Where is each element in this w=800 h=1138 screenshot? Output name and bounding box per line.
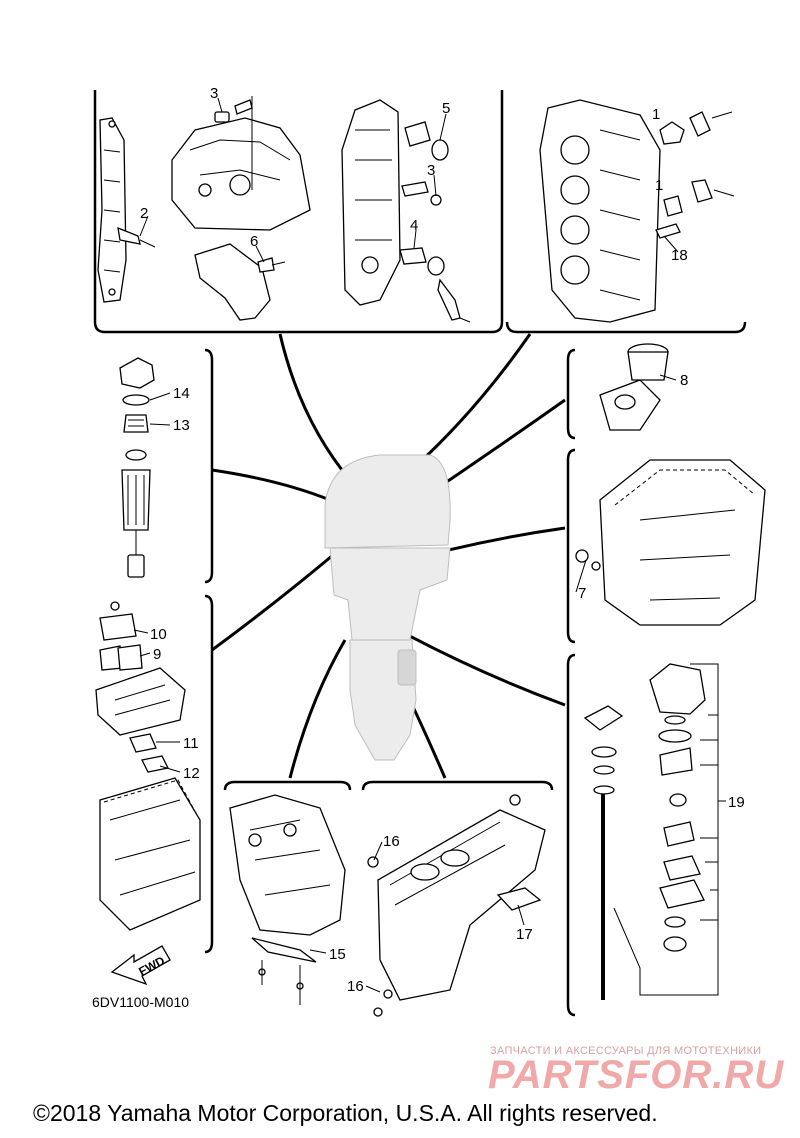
exhaust-guide: [575, 459, 766, 626]
lower-unit: [367, 794, 546, 1017]
callout-1b: 1: [655, 177, 664, 194]
callout-4: 4: [410, 217, 419, 234]
callout-3b: 3: [427, 162, 436, 179]
callout-3a: 3: [210, 85, 219, 102]
callout-12: 12: [183, 765, 200, 782]
callout-8: 8: [680, 372, 689, 389]
callout-5: 5: [442, 100, 451, 117]
callout-18: 18: [671, 247, 688, 264]
callout-6: 6: [250, 233, 259, 250]
watermark-tagline: ЗАПЧАСТИ И АКСЕССУАРЫ ДЛЯ МОТОТЕХНИКИ: [490, 1045, 762, 1057]
callout-15: 15: [329, 946, 346, 963]
drive-shaft-water-pump: [583, 663, 719, 1000]
callout-2: 2: [140, 205, 149, 222]
copyright-notice: ©2018 Yamaha Motor Corporation, U.S.A. A…: [33, 1100, 658, 1126]
callout-1a: 1: [652, 106, 661, 123]
fuel-filter-assembly: [119, 357, 155, 578]
outboard-silhouette: [324, 454, 451, 761]
watermark-logo: PARTSFOR.RU: [488, 1053, 785, 1097]
callout-13: 13: [173, 417, 190, 434]
callout-14: 14: [173, 385, 190, 402]
cylinder-head: [539, 99, 735, 323]
callout-19: 19: [728, 794, 745, 811]
callout-11: 11: [183, 735, 199, 752]
callout-17: 17: [516, 926, 533, 943]
callout-16b: 16: [347, 978, 364, 995]
thermostat-housing: [599, 343, 669, 431]
vapor-separator: [95, 601, 201, 931]
callout-16a: 16: [383, 833, 400, 850]
callout-9: 9: [153, 646, 162, 663]
callout-10: 10: [150, 626, 167, 643]
diagram-code: 6DV1100-M010: [92, 994, 190, 1010]
callout-7: 7: [578, 585, 587, 602]
bracket-and-anode: [229, 794, 346, 1005]
cylinder-block-side: [97, 117, 156, 303]
powerhead-top: [171, 96, 311, 321]
group-brackets: [93, 90, 747, 1017]
fwd-arrow-icon: [110, 945, 171, 986]
cylinder-head-cover: [341, 99, 471, 323]
